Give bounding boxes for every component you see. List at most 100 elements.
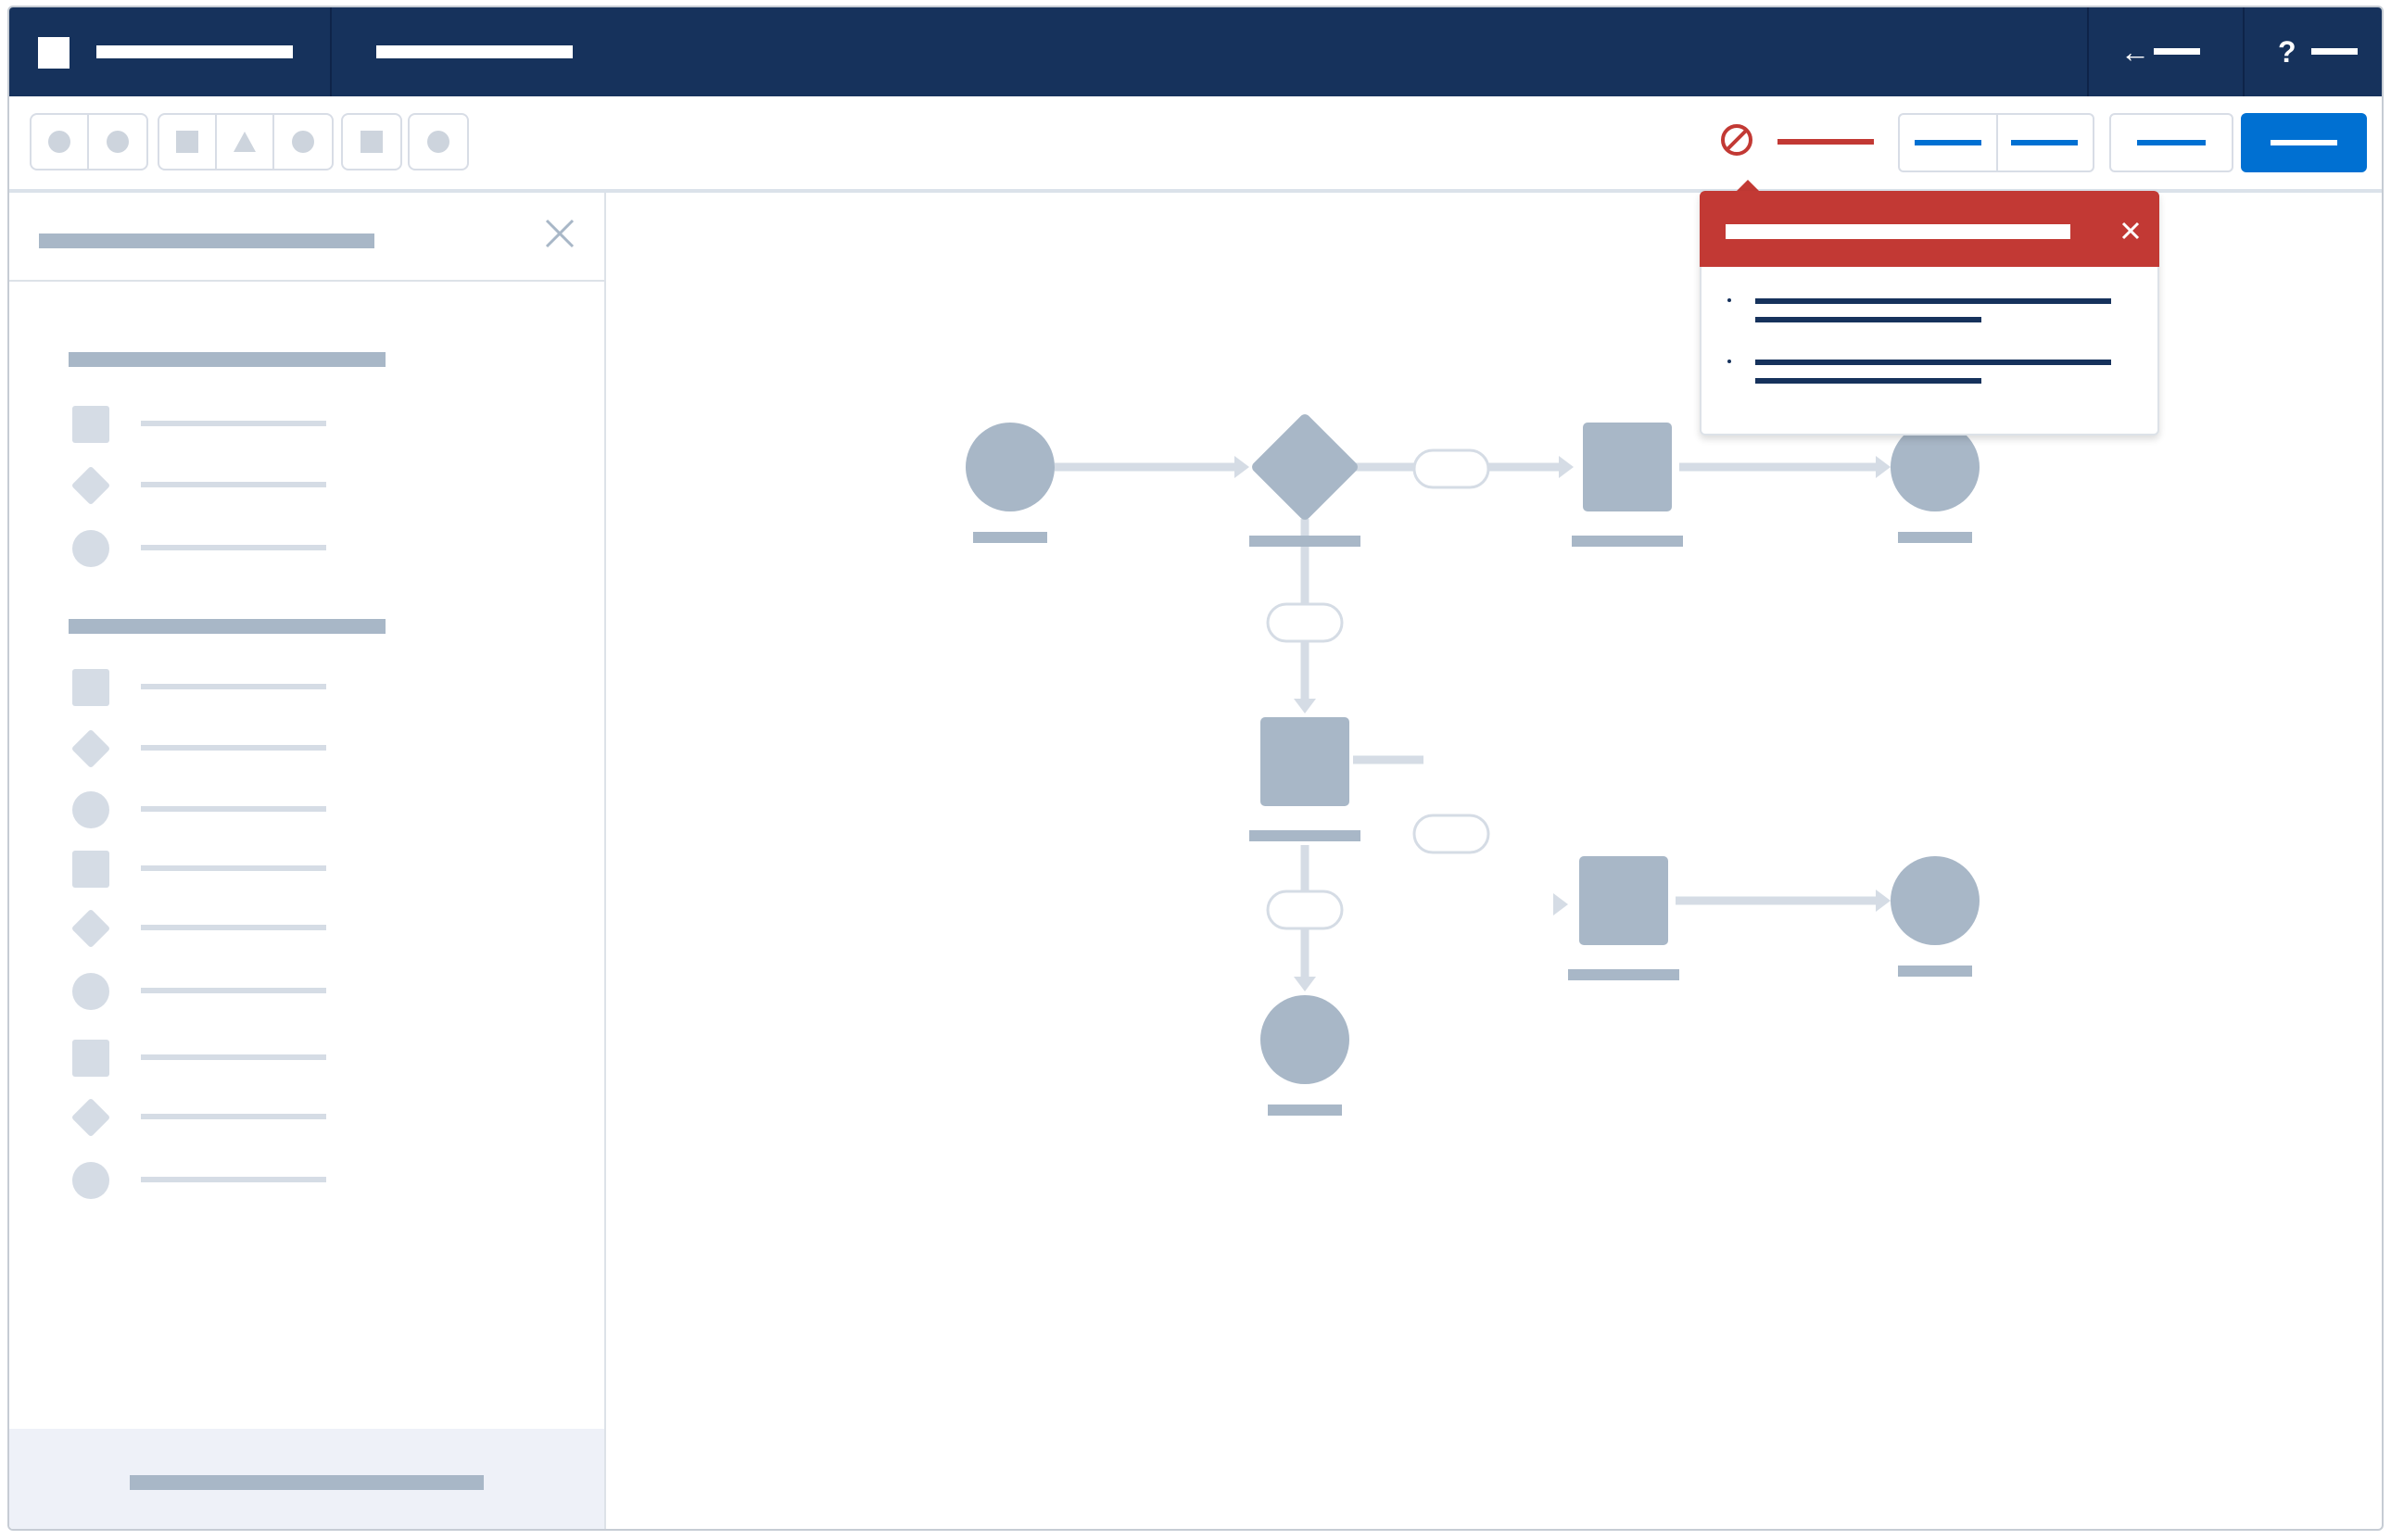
- connector-arrowhead: [1559, 456, 1574, 478]
- palette-item-diamond[interactable]: [69, 465, 402, 506]
- square-tool-button[interactable]: [159, 115, 217, 169]
- tool-group-1: [30, 113, 148, 170]
- node-label-n8[interactable]: [1268, 1105, 1342, 1116]
- app-logo-icon[interactable]: [38, 37, 70, 69]
- diamond-icon: [70, 728, 111, 769]
- circle-tool-icon: [427, 131, 449, 153]
- redo-button[interactable]: [1998, 115, 2094, 170]
- help-button[interactable]: ?: [2259, 26, 2371, 78]
- palette-item-square[interactable]: [69, 667, 402, 708]
- node-label-n4[interactable]: [1898, 532, 1972, 543]
- tool-group-3: [341, 113, 402, 170]
- palette-item-circle[interactable]: [69, 789, 402, 830]
- header-divider: [330, 7, 332, 96]
- palette-footer-link[interactable]: [130, 1475, 484, 1490]
- save-button[interactable]: [2241, 113, 2367, 172]
- undo-button[interactable]: [1900, 115, 1996, 170]
- save-as-label: [2137, 140, 2206, 145]
- palette-item-circle[interactable]: [69, 1160, 402, 1201]
- triangle-tool-icon: [234, 132, 256, 152]
- palette-item-label: [141, 482, 326, 487]
- palette-item-circle[interactable]: [69, 971, 402, 1012]
- error-line: [1755, 298, 2111, 304]
- diamond-icon: [70, 1097, 111, 1138]
- undo-label: [1915, 140, 1981, 145]
- error-line: [1755, 360, 2111, 365]
- button-group: [1898, 113, 2094, 172]
- node-n5[interactable]: [1260, 717, 1349, 806]
- palette-item-label: [141, 988, 326, 993]
- error-list-item[interactable]: [1702, 356, 2157, 393]
- triangle-tool-button[interactable]: [217, 115, 274, 169]
- palette-item-label: [141, 545, 326, 550]
- circle-tool-button[interactable]: [274, 115, 332, 169]
- palette-item-label: [141, 925, 326, 930]
- square-icon: [72, 1040, 109, 1077]
- palette-item-label: [141, 1114, 326, 1119]
- node-label-n2[interactable]: [1249, 536, 1360, 547]
- error-popover: [1700, 191, 2159, 435]
- node-label-n1[interactable]: [973, 532, 1047, 543]
- node-n6[interactable]: [1579, 856, 1668, 945]
- flow-diagram: [966, 412, 1980, 1116]
- connector-arrowhead: [1294, 977, 1316, 991]
- palette-item-diamond[interactable]: [69, 1097, 402, 1138]
- header-divider: [2087, 7, 2089, 96]
- node-label-n7[interactable]: [1898, 966, 1972, 977]
- palette-item-label: [141, 745, 326, 751]
- save-label: [2271, 140, 2337, 145]
- palette-item-diamond[interactable]: [69, 908, 402, 949]
- close-icon[interactable]: [541, 215, 578, 252]
- palette-item-square[interactable]: [69, 849, 402, 890]
- prohibited-icon[interactable]: [1719, 122, 1754, 158]
- diamond-icon: [70, 465, 111, 506]
- node-label-n3[interactable]: [1572, 536, 1683, 547]
- bullet: [1727, 298, 1731, 302]
- node-label-n6[interactable]: [1568, 969, 1679, 980]
- palette-item-diamond[interactable]: [69, 728, 402, 769]
- flow-canvas[interactable]: [608, 193, 2382, 1529]
- error-list-item[interactable]: [1702, 295, 2157, 332]
- error-popover-header: [1700, 191, 2159, 267]
- connector-arrowhead: [1876, 890, 1891, 912]
- palette-item-circle[interactable]: [69, 528, 402, 569]
- node-n8[interactable]: [1260, 995, 1349, 1084]
- flow-name: [376, 45, 573, 58]
- node-n2[interactable]: [1250, 412, 1360, 523]
- palette-item-label: [141, 684, 326, 689]
- square-tool-icon: [176, 131, 198, 153]
- diamond-icon: [70, 908, 111, 949]
- circle-tool-button[interactable]: [410, 115, 467, 169]
- connector-arrowhead: [1553, 893, 1568, 915]
- palette-item-square[interactable]: [69, 404, 402, 445]
- circle-tool-button[interactable]: [32, 115, 89, 169]
- square-tool-button[interactable]: [343, 115, 400, 169]
- error-count-label[interactable]: [1777, 139, 1874, 145]
- node-label-n5[interactable]: [1249, 830, 1360, 841]
- connector-label-pill: [1266, 602, 1344, 643]
- node-n3[interactable]: [1583, 423, 1672, 511]
- palette-item-label: [141, 421, 326, 426]
- node-n7[interactable]: [1891, 856, 1980, 945]
- back-button[interactable]: ←: [2106, 26, 2226, 78]
- node-n4[interactable]: [1891, 423, 1980, 511]
- help-label: [2311, 48, 2358, 55]
- palette-section-heading: [69, 352, 386, 367]
- close-icon[interactable]: [2119, 219, 2143, 243]
- save-as-button[interactable]: [2109, 113, 2233, 172]
- circle-icon: [72, 791, 109, 828]
- app-name: [96, 45, 293, 58]
- square-icon: [72, 851, 109, 888]
- square-icon: [72, 669, 109, 706]
- node-n1[interactable]: [966, 423, 1055, 511]
- connector-label-pill: [1412, 814, 1490, 854]
- back-arrow-icon: ←: [2120, 35, 2150, 69]
- palette-item-label: [141, 865, 326, 871]
- bullet: [1727, 360, 1731, 363]
- app-window: ← ?: [7, 6, 2384, 1531]
- palette-item-label: [141, 806, 326, 812]
- connector-arrowhead: [1294, 699, 1316, 713]
- palette-item-square[interactable]: [69, 1038, 402, 1079]
- circle-tool-button[interactable]: [89, 115, 146, 169]
- palette-footer: [9, 1429, 604, 1529]
